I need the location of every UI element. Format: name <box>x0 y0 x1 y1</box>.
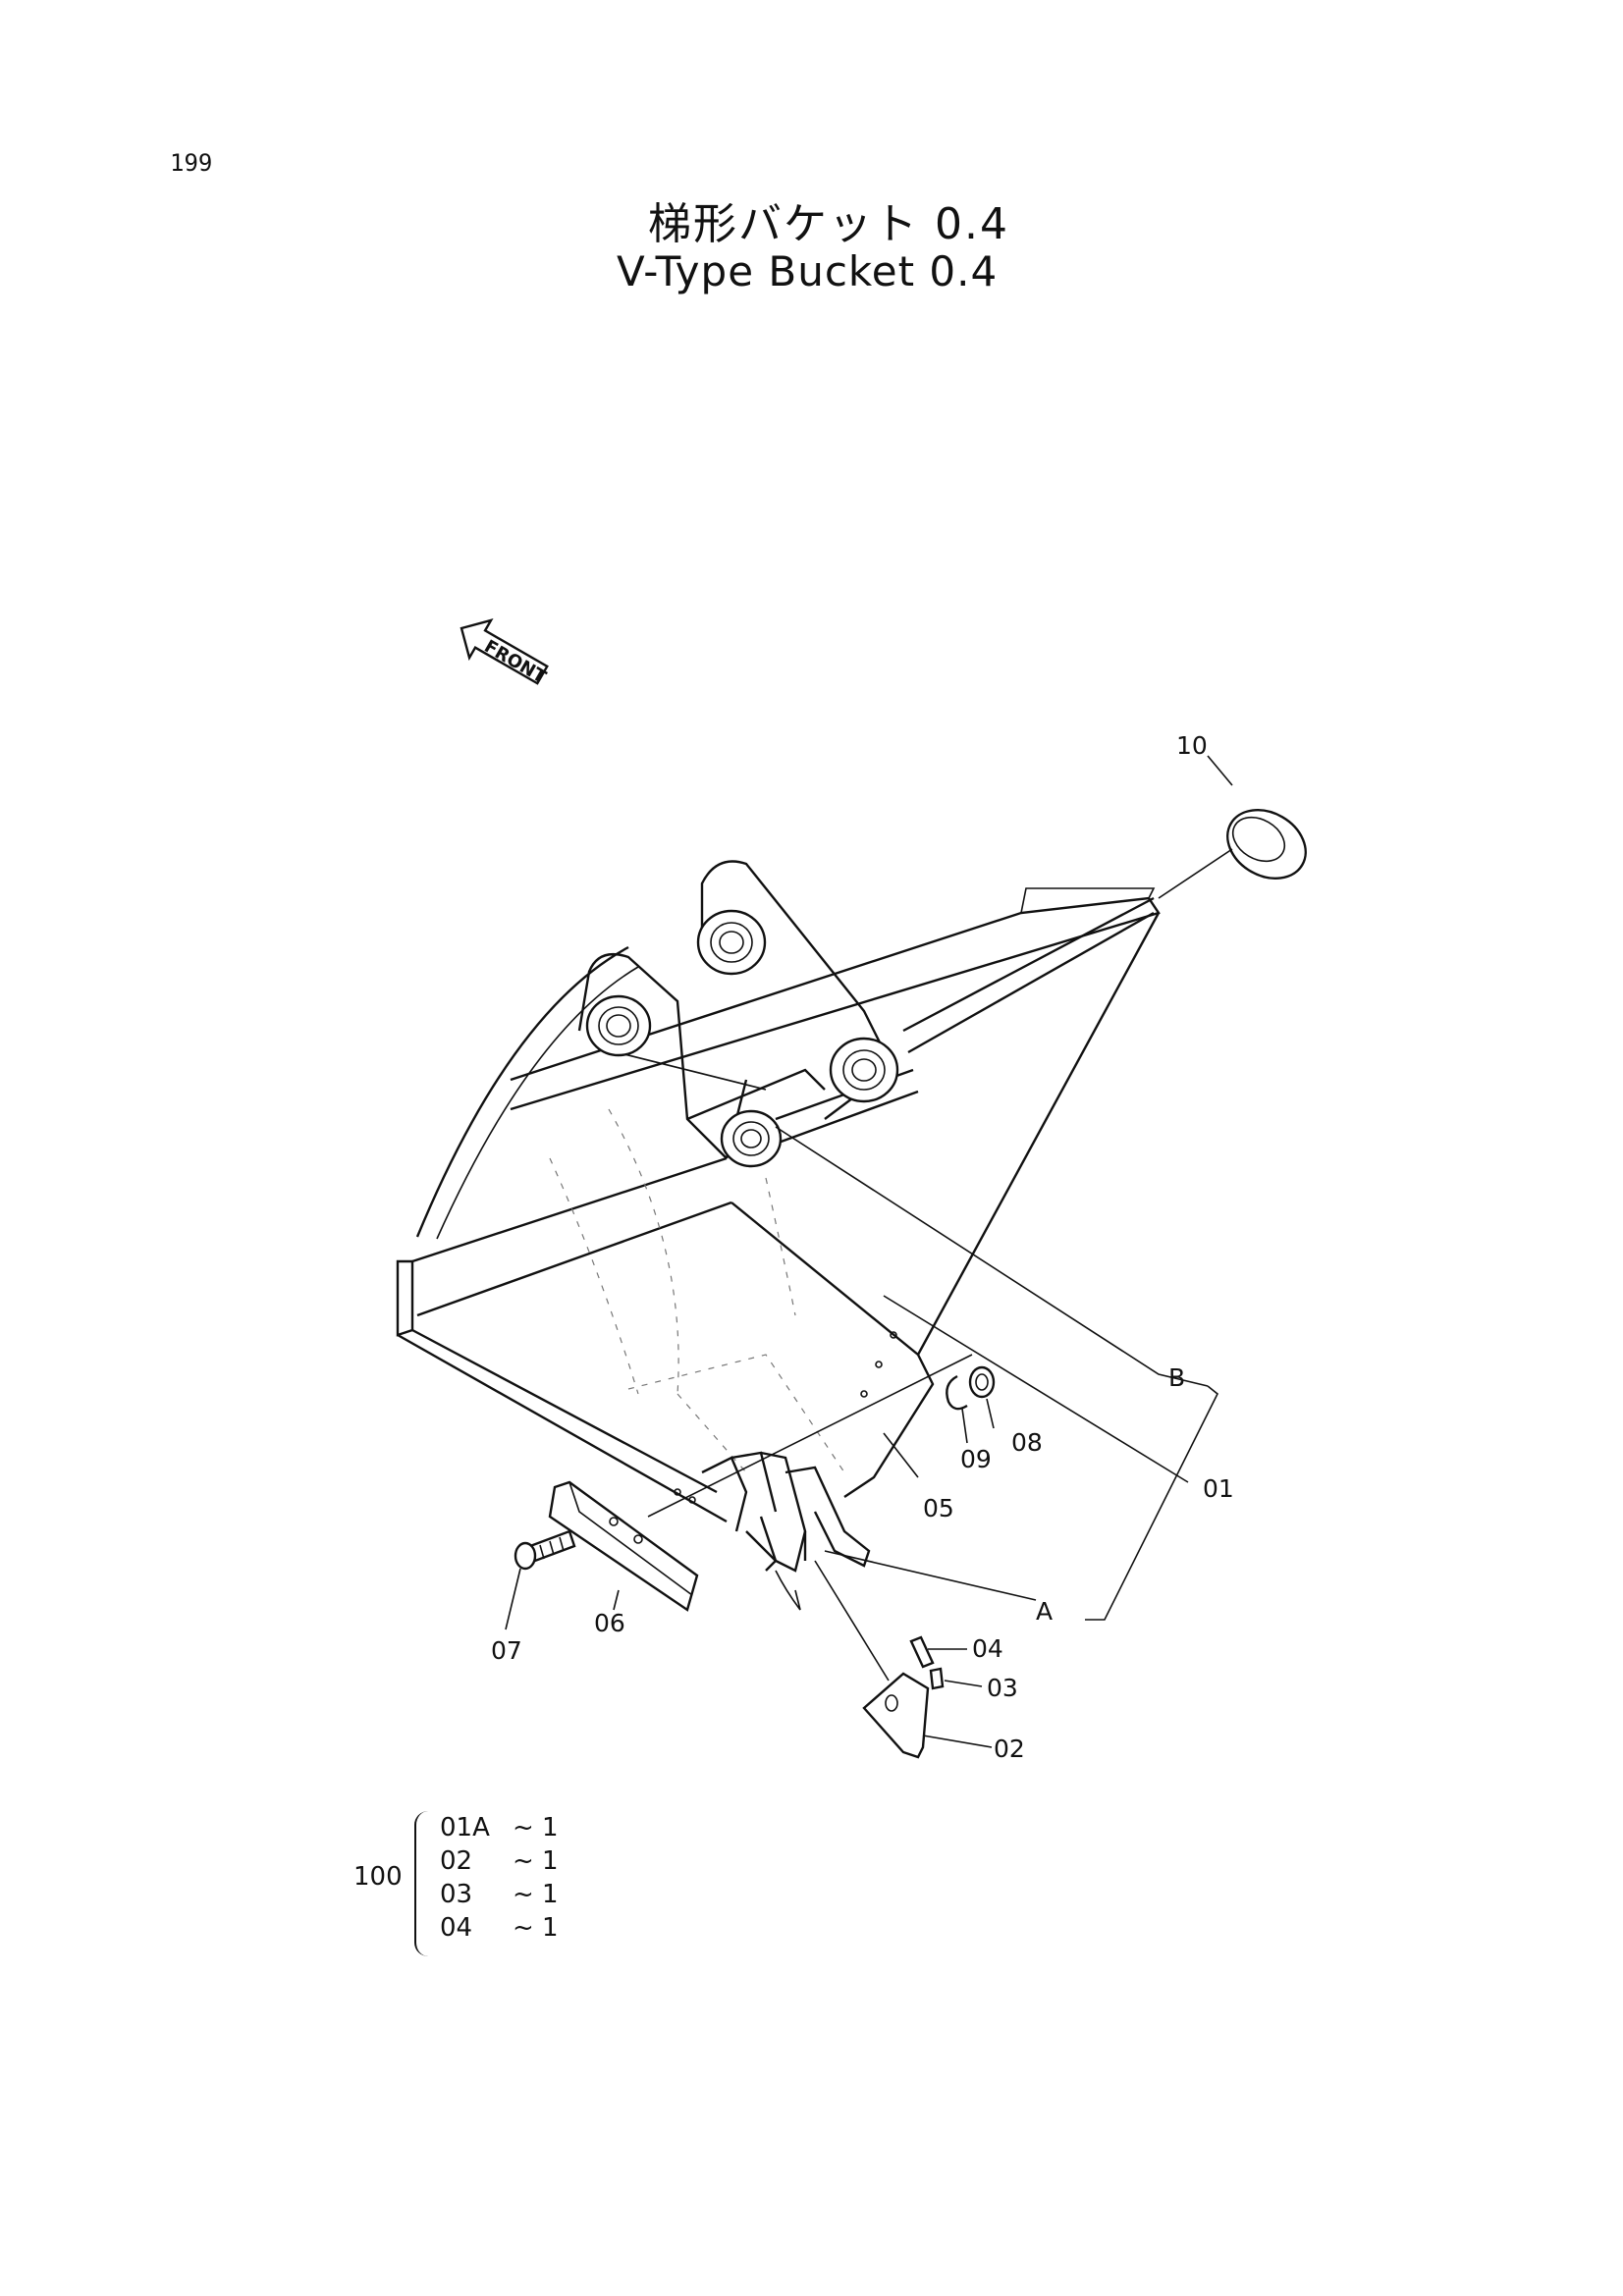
part-09-ring <box>946 1374 968 1411</box>
kit-row: 01A ~1 <box>440 1811 559 1844</box>
kit-row-tilde: ~ <box>513 1880 534 1909</box>
callout-04: 04 <box>972 1634 1003 1663</box>
callout-02: 02 <box>994 1735 1025 1763</box>
kit-row-part: 04 <box>440 1913 473 1943</box>
part-03-lock <box>929 1667 945 1690</box>
part-06-side-cutter <box>548 1480 699 1612</box>
callout-09: 09 <box>960 1445 992 1473</box>
front-arrow-icon <box>460 618 549 685</box>
kit-row-part: 03 <box>440 1880 473 1909</box>
kit-row-qty: 1 <box>542 1913 559 1943</box>
bucket-bracket <box>577 860 1155 1159</box>
front-arrow: FRONT <box>460 618 550 688</box>
kit-row-tilde: ~ <box>513 1813 534 1842</box>
bucket-body <box>396 887 1161 1523</box>
callout-07: 07 <box>491 1636 522 1665</box>
part-04-pin <box>909 1635 935 1669</box>
callout-06: 06 <box>594 1609 625 1637</box>
kit-row-part: 01A <box>440 1813 490 1842</box>
callout-05: 05 <box>923 1494 954 1522</box>
kit-row-qty: 1 <box>542 1880 559 1909</box>
kit-row: 02 ~1 <box>440 1844 559 1878</box>
page-title-english: V-Type Bucket 0.4 <box>617 247 999 295</box>
boss-right-top <box>696 909 767 976</box>
page-number: 199 <box>170 149 213 177</box>
part-07-bolt <box>514 1529 576 1571</box>
callout-08: 08 <box>1011 1428 1043 1457</box>
boss-left-bottom <box>720 1109 783 1168</box>
callout-10: 10 <box>1176 731 1208 760</box>
callout-01: 01 <box>1203 1474 1234 1503</box>
callout-B: B <box>1168 1363 1185 1392</box>
kit-row-tilde: ~ <box>513 1846 534 1876</box>
kit-brace <box>414 1811 434 1956</box>
page-title-japanese: 梯形バケット 0.4 <box>648 199 1009 249</box>
kit-row-part: 02 <box>440 1846 473 1876</box>
part-02-tooth <box>862 1672 930 1759</box>
kit-list: 01A ~1 02 ~1 03 ~1 04 ~1 <box>440 1811 559 1945</box>
kit-row: 03 ~1 <box>440 1878 559 1911</box>
teeth-shanks <box>701 1451 871 1611</box>
boss-right-bottom <box>829 1037 899 1103</box>
boss-left-top <box>585 994 652 1057</box>
part-08-nut <box>968 1365 996 1399</box>
kit-number: 100 <box>353 1862 403 1892</box>
callout-A: A <box>1036 1597 1053 1626</box>
callout-03: 03 <box>987 1674 1018 1702</box>
kit-row: 04 ~1 <box>440 1911 559 1945</box>
kit-row-qty: 1 <box>542 1813 559 1842</box>
kit-row-tilde: ~ <box>513 1913 534 1943</box>
part-10-seal <box>1158 809 1307 899</box>
leader-lines <box>505 755 1233 1748</box>
kit-row-qty: 1 <box>542 1846 559 1876</box>
